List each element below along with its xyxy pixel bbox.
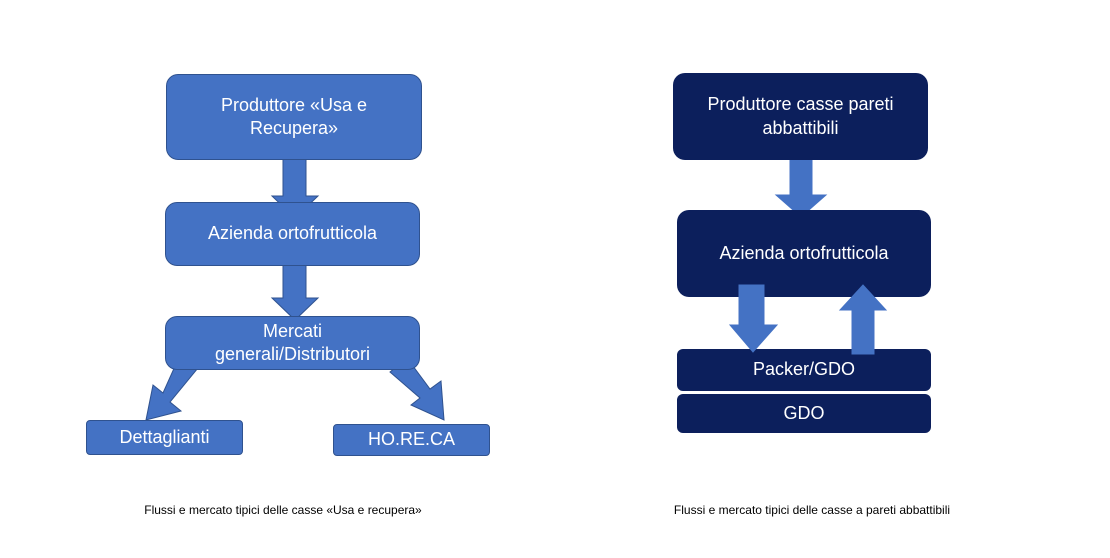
node-label: GDO (783, 402, 825, 423)
caption-right: Flussi e mercato tipici delle casse a pa… (673, 503, 951, 517)
node-label: Mercati generali/Distributori (214, 320, 371, 364)
node-producer-collapsible: Produttore casse pareti abbattibili (673, 73, 928, 160)
node-farm-left: Azienda ortofrutticola (165, 202, 420, 266)
node-markets: Mercati generali/Distributori (165, 316, 420, 370)
node-horeca: HO.RE.CA (333, 424, 490, 456)
arrow-farm-to-packer (728, 284, 779, 353)
node-farm-right: Azienda ortofrutticola (677, 210, 931, 297)
node-retailers: Dettaglianti (86, 420, 243, 455)
node-label: Produttore casse pareti abbattibili (707, 94, 894, 138)
node-gdo: GDO (677, 394, 931, 433)
arrow-packer-to-farm (838, 284, 888, 355)
node-label: HO.RE.CA (367, 429, 455, 450)
node-label: Azienda ortofrutticola (207, 223, 378, 244)
node-label: Packer/GDO (752, 359, 856, 380)
node-packer: Packer/GDO (677, 349, 931, 391)
node-producer-usa-recupera: Produttore «Usa e Recupera» (166, 74, 422, 160)
caption-left: Flussi e mercato tipici delle casse «Usa… (144, 503, 422, 517)
node-label: Dettaglianti (119, 426, 210, 447)
node-label: Azienda ortofrutticola (719, 242, 889, 263)
arrow-markets-to-retailers (145, 354, 199, 421)
node-label: Produttore «Usa e Recupera» (220, 94, 368, 138)
